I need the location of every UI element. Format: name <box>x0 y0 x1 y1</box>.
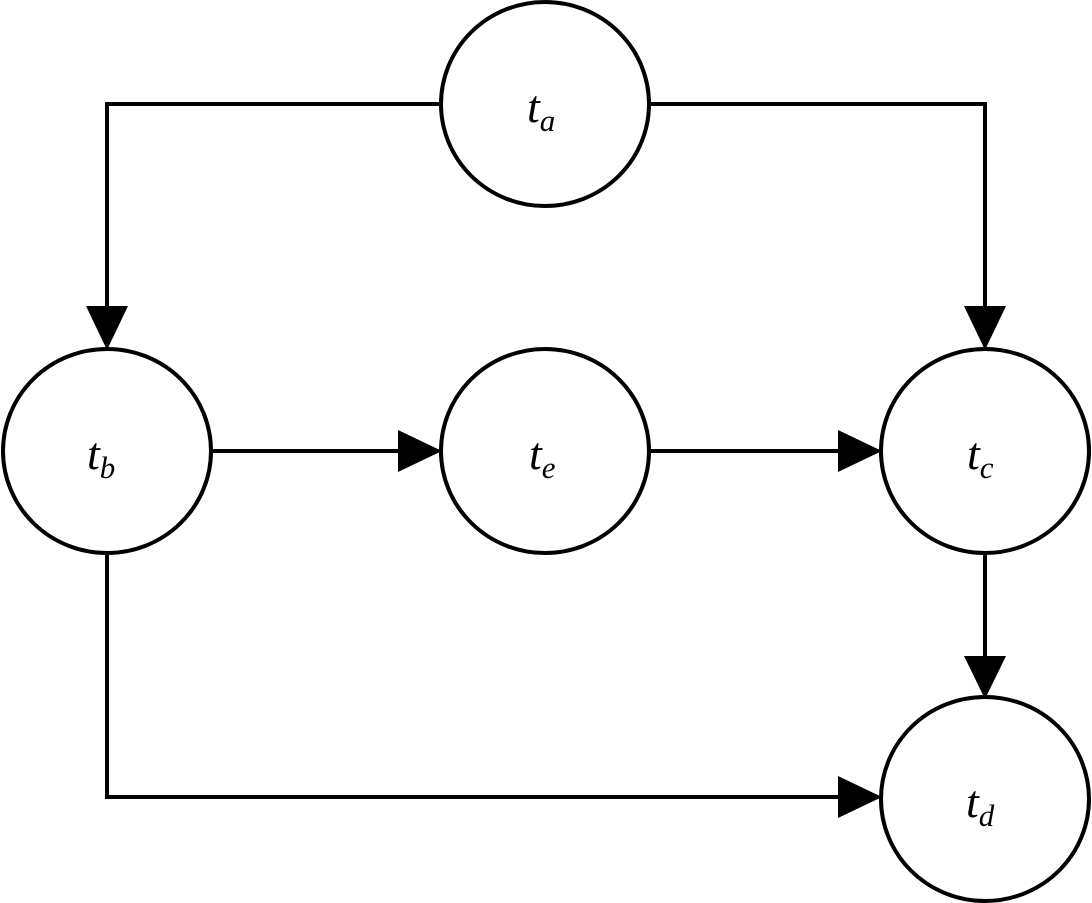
node-tc-label: tc <box>967 428 994 485</box>
edge-tb-td-arrowhead <box>838 776 882 818</box>
edge-tb-te <box>212 430 442 472</box>
node-td-circle <box>879 695 1091 903</box>
edge-tc-td-arrowhead <box>964 656 1006 699</box>
node-td: td <box>879 695 1091 903</box>
edge-tc-td <box>964 553 1006 699</box>
node-te-circle <box>439 347 651 555</box>
node-ta: ta <box>439 0 651 208</box>
node-te: te <box>439 347 651 555</box>
node-td-label: td <box>966 776 995 833</box>
node-tb-label: tb <box>87 428 115 485</box>
node-ta-circle <box>439 0 651 208</box>
edge-ta-tc-arrowhead <box>964 306 1006 350</box>
node-ta-label: ta <box>527 81 555 138</box>
edges <box>86 102 1006 818</box>
edge-ta-tc <box>651 102 1006 350</box>
edge-tb-te-arrowhead <box>398 430 442 472</box>
edge-ta-tc-line <box>651 102 987 312</box>
edge-te-tc-arrowhead <box>838 430 882 472</box>
edge-ta-tb-arrowhead <box>86 306 128 350</box>
node-tc: tc <box>879 347 1091 555</box>
node-tc-circle <box>879 347 1091 555</box>
node-tb-circle <box>1 347 213 555</box>
edge-tb-td <box>105 553 882 818</box>
edge-tb-td-line <box>105 553 844 799</box>
node-tb: tb <box>1 347 213 555</box>
edge-ta-tb <box>86 102 440 350</box>
node-te-label: te <box>529 428 556 485</box>
edge-te-tc <box>651 430 882 472</box>
edge-ta-tb-line <box>105 102 440 312</box>
